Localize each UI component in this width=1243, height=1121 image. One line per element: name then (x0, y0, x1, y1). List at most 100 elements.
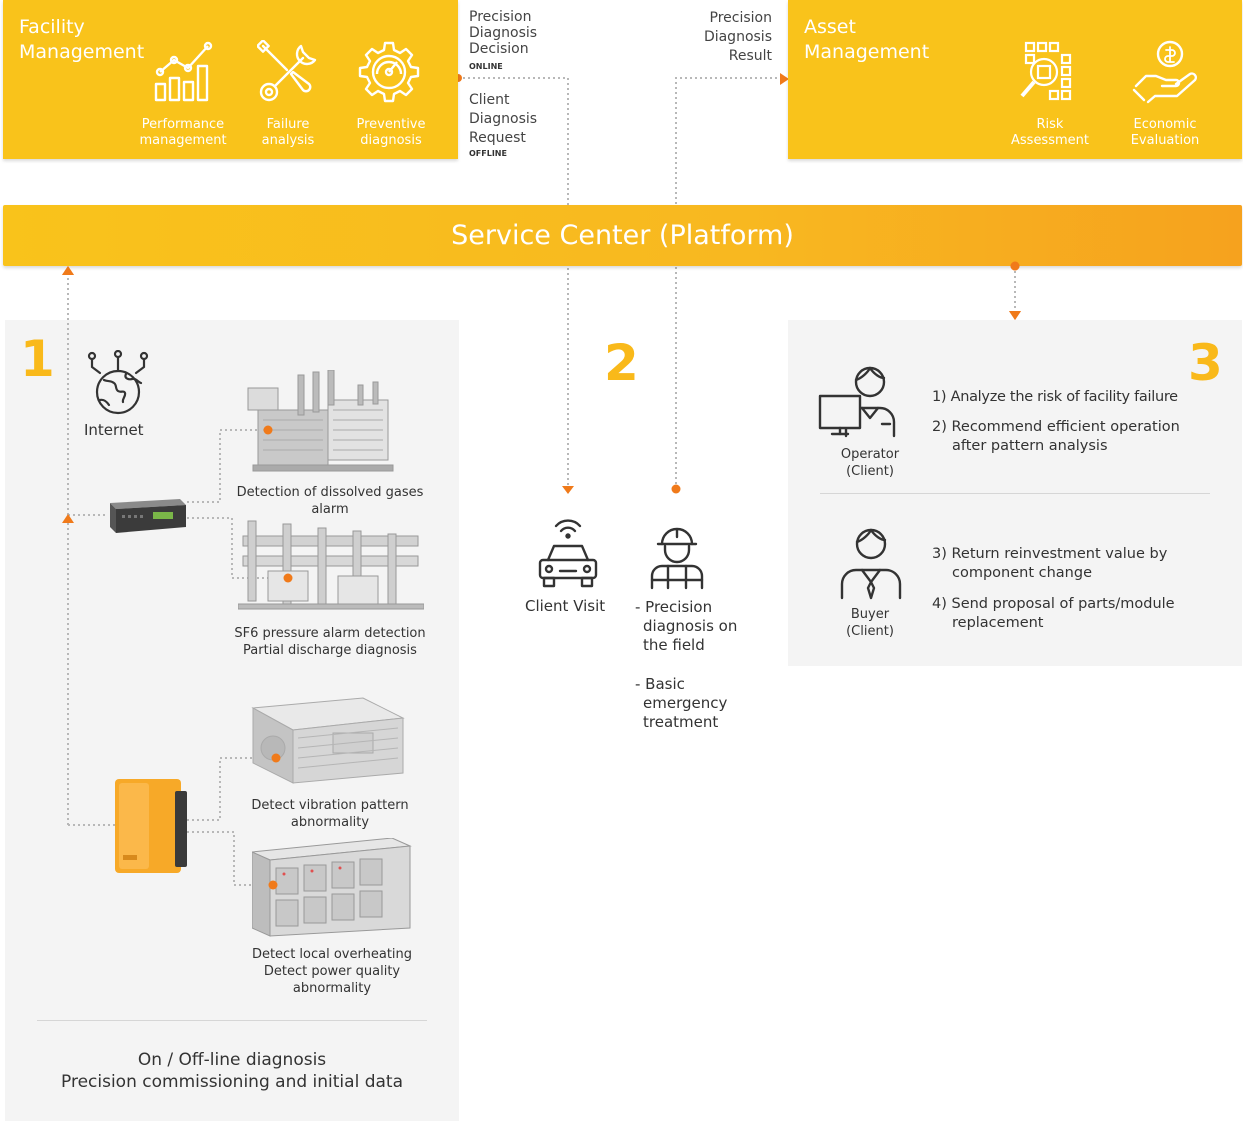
online-tag: ONLINE (469, 62, 503, 71)
footer-line: On / Off-line diagnosis (137, 1050, 327, 1070)
panel3-divider (820, 493, 1210, 494)
label-line: Risk (1036, 117, 1064, 132)
caption-line: Detect vibration pattern (251, 798, 409, 813)
preventive-diagnosis-label: Preventive diagnosis (336, 117, 446, 149)
caption-line: Detection of dissolved gases (236, 485, 424, 500)
precision-diagnosis-result: Precision Diagnosis Result (672, 9, 772, 66)
emergency-treatment-bullet: - Basic emergency treatment (635, 675, 727, 732)
offline-tag: OFFLINE (469, 149, 507, 158)
overheating-caption: Detect local overheating Detect power qu… (222, 946, 442, 997)
label-line: Preventive (356, 117, 426, 132)
vibration-caption: Detect vibration pattern abnormality (220, 797, 440, 831)
hand-coin-icon (1132, 40, 1198, 104)
performance-management-label: Performance management (128, 117, 238, 149)
label-line: Evaluation (1130, 133, 1200, 148)
role-line: (Client) (846, 624, 894, 639)
facility-title-line2: Management (19, 41, 145, 63)
asset-title-line1: Asset (804, 16, 856, 38)
item-line: 4) Send proposal of parts/module (932, 596, 1175, 612)
caption-line: abnormality (290, 815, 370, 830)
label-line: Failure (266, 117, 310, 132)
item-4-text: 4) Send proposal of parts/module replace… (932, 595, 1175, 633)
label-line: management (139, 133, 227, 148)
asset-title: Asset Management (804, 15, 929, 65)
precision-diagnosis-decision: Precision Diagnosis Decision ONLINE (469, 9, 537, 75)
connected-car-icon (538, 519, 598, 588)
flow-line: Diagnosis (469, 111, 538, 127)
role-line: Operator (840, 447, 900, 462)
role-line: (Client) (846, 464, 894, 479)
panel1-footer: On / Off-line diagnosis Precision commis… (5, 1049, 459, 1093)
field-diagnosis-bullet: - Precision diagnosis on the field (635, 598, 737, 655)
operator-label: Operator (Client) (820, 446, 920, 480)
transformer-image (247, 370, 394, 472)
switchboard-image (252, 838, 412, 937)
caption-line: SF6 pressure alarm detection (234, 626, 426, 641)
panel1-number: 1 (20, 330, 55, 388)
footer-line: Precision commissioning and initial data (61, 1072, 403, 1092)
flow-line: Diagnosis (703, 29, 772, 45)
item-line: 3) Return reinvestment value by (932, 546, 1168, 562)
asset-title-line2: Management (804, 41, 930, 63)
flow-line: Diagnosis (469, 25, 538, 41)
client-visit-label: Client Visit (525, 597, 606, 615)
item-3-text: 3) Return reinvestment value by componen… (932, 545, 1167, 583)
caption-line: Detect power quality (263, 964, 401, 979)
orange-sensor-device (115, 779, 187, 873)
label-line: analysis (261, 133, 315, 148)
service-center-bar: Service Center (Platform) (3, 205, 1242, 266)
motor-image (251, 697, 405, 784)
caption-line: Detect local overheating (251, 947, 413, 962)
monitoring-rack-device (110, 499, 186, 533)
item-line: after pattern analysis (952, 438, 1108, 454)
label-line: Performance (141, 117, 225, 132)
bullet-line: diagnosis on (643, 617, 738, 635)
flow-line: Decision (469, 41, 529, 57)
field-engineer-icon (650, 527, 704, 590)
gis-switchgear-image (238, 520, 424, 610)
panel1-divider (37, 1020, 427, 1021)
service-center-title: Service Center (Platform) (451, 220, 794, 251)
globe-network-icon (87, 350, 149, 415)
bullet-line: the field (643, 636, 705, 654)
buyer-label: Buyer (Client) (820, 606, 920, 640)
panel2-number: 2 (604, 334, 639, 392)
buyer-icon (840, 528, 902, 600)
item-1-text: 1) Analyze the risk of facility failure (932, 389, 1178, 405)
bullet-line: emergency (643, 694, 728, 712)
caption-line: Partial discharge diagnosis (243, 643, 417, 658)
item-line: 2) Recommend efficient operation (932, 419, 1180, 435)
label-line: Economic (1133, 117, 1197, 132)
facility-title-line1: Facility (19, 16, 85, 38)
risk-assessment-label: Risk Assessment (995, 117, 1105, 149)
bullet-line: - Precision (635, 598, 713, 616)
tools-icon (257, 40, 317, 102)
facility-management-box: Facility Management (3, 0, 458, 159)
chart-icon (154, 41, 213, 102)
flow-line: Client (469, 92, 510, 108)
gear-gauge-icon (358, 41, 420, 103)
caption-line: abnormality (292, 981, 372, 996)
caption-line: alarm (311, 502, 349, 517)
item-line: replacement (952, 615, 1044, 631)
bullet-line: treatment (643, 713, 719, 731)
flow-line: Precision (709, 10, 772, 26)
risk-search-icon (1020, 41, 1072, 101)
label-line: diagnosis (360, 133, 422, 148)
flow-line: Precision (469, 9, 532, 25)
economic-evaluation-label: Economic Evaluation (1110, 117, 1220, 149)
failure-analysis-label: Failure analysis (233, 117, 343, 149)
operator-icon (818, 366, 896, 438)
item-2-text: 2) Recommend efficient operation after p… (932, 418, 1180, 456)
internet-label: Internet (84, 421, 144, 439)
flow-line: Request (469, 130, 526, 146)
panel3-number: 3 (1188, 334, 1223, 392)
bullet-line: - Basic (635, 675, 685, 693)
sf6-caption: SF6 pressure alarm detection Partial dis… (210, 625, 450, 659)
role-line: Buyer (850, 607, 890, 622)
facility-title: Facility Management (19, 15, 144, 65)
asset-management-box: Asset Management Risk Assessment Economi… (788, 0, 1242, 159)
item-line: component change (952, 565, 1093, 581)
